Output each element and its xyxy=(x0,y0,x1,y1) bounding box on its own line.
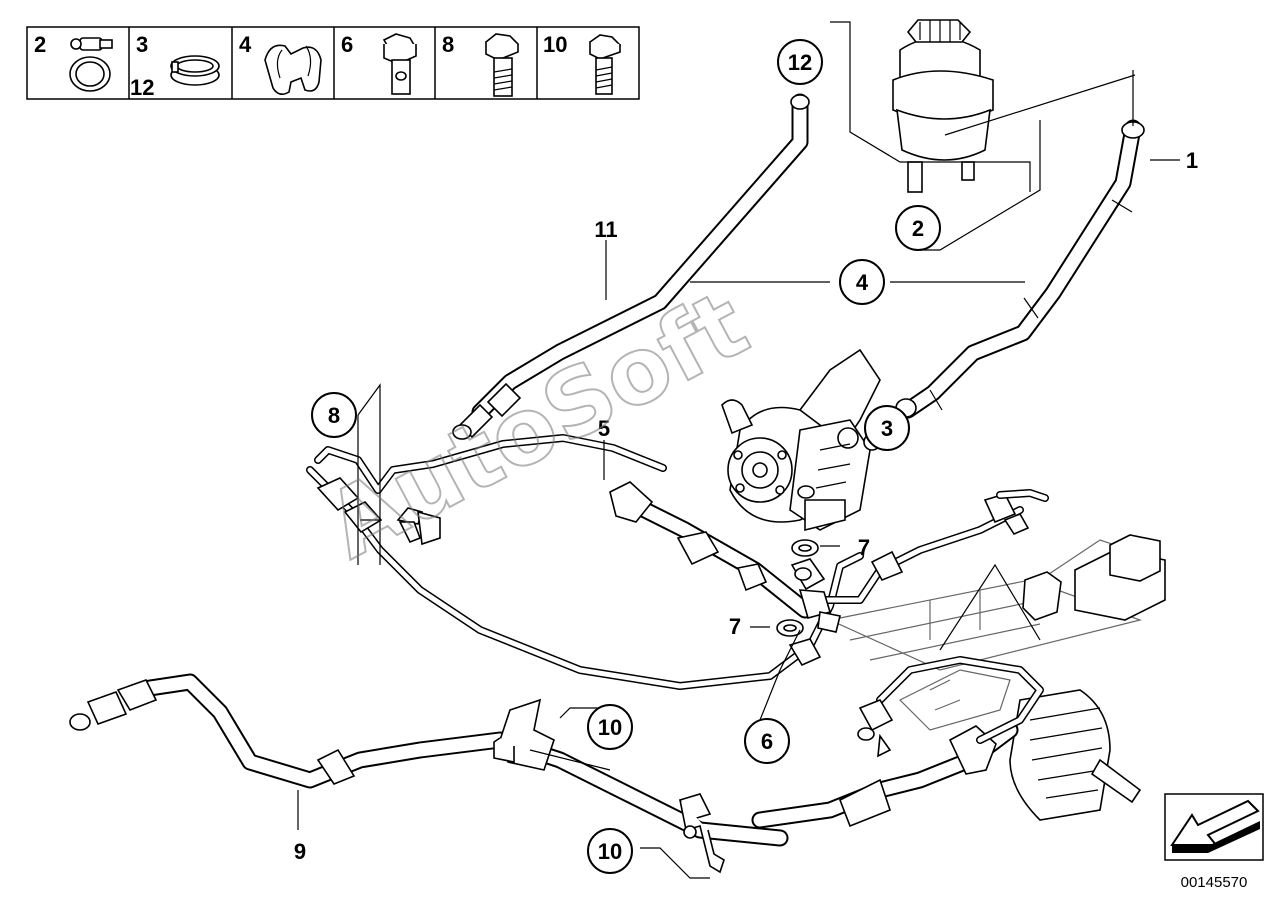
return-hose-1 xyxy=(895,119,1145,419)
callout-3-text: 3 xyxy=(881,416,893,441)
callout-12: 12 xyxy=(777,39,823,85)
legend-label-8: 8 xyxy=(442,32,454,57)
oil-reservoir xyxy=(892,19,994,193)
callout-6-text: 6 xyxy=(761,729,773,754)
legend-label-4: 4 xyxy=(239,32,252,57)
label-7-lower: 7 xyxy=(729,614,741,639)
callout-10-upper: 10 xyxy=(587,704,633,750)
callout-8: 8 xyxy=(311,392,357,438)
suction-hose-11 xyxy=(452,93,810,440)
hose-6 xyxy=(306,466,1049,690)
callout-12-text: 12 xyxy=(788,50,812,75)
hex-bolt-icon xyxy=(484,33,520,97)
callout-8-text: 8 xyxy=(328,403,340,428)
bolt-8-part xyxy=(396,507,441,546)
legend-label-6: 6 xyxy=(341,32,353,57)
callout-2-text: 2 xyxy=(912,216,924,241)
pressure-hose-9 xyxy=(69,656,1044,874)
label-1: 1 xyxy=(1186,148,1198,173)
callout-2: 2 xyxy=(895,205,941,251)
callout-10-lower-text: 10 xyxy=(598,839,622,864)
front-direction-arrow-icon xyxy=(1164,793,1264,861)
callout-4: 4 xyxy=(839,259,885,305)
legend-label-10: 10 xyxy=(543,32,567,57)
label-11: 11 xyxy=(594,217,617,242)
callout-4-text: 4 xyxy=(856,270,869,295)
callout-leader-lines xyxy=(297,21,1180,879)
callout-10-upper-text: 10 xyxy=(598,715,622,740)
diagram-reference-number: 00145570 xyxy=(1181,874,1248,891)
callout-3: 3 xyxy=(864,405,910,451)
label-9: 9 xyxy=(294,839,306,864)
hex-bolt-small-icon xyxy=(588,34,622,95)
hose-clamp-screw-icon xyxy=(69,37,113,92)
callout-6: 6 xyxy=(744,718,790,764)
label-7-upper: 7 xyxy=(858,535,870,560)
legend-label-3: 3 xyxy=(136,32,148,57)
pump-fittings xyxy=(776,539,841,637)
callout-10-lower: 10 xyxy=(587,828,633,874)
steering-rack xyxy=(828,534,1166,821)
label-5: 5 xyxy=(598,416,610,441)
legend-label-12: 12 xyxy=(130,75,154,100)
spring-clamp-icon xyxy=(170,55,220,86)
banjo-bolt-icon xyxy=(382,33,418,95)
power-steering-pump xyxy=(721,348,881,532)
legend-label-2: 2 xyxy=(34,32,46,57)
parts-legend: 2 3 12 4 6 8 10 xyxy=(26,26,640,100)
hose-holder-clip-icon xyxy=(264,44,322,96)
